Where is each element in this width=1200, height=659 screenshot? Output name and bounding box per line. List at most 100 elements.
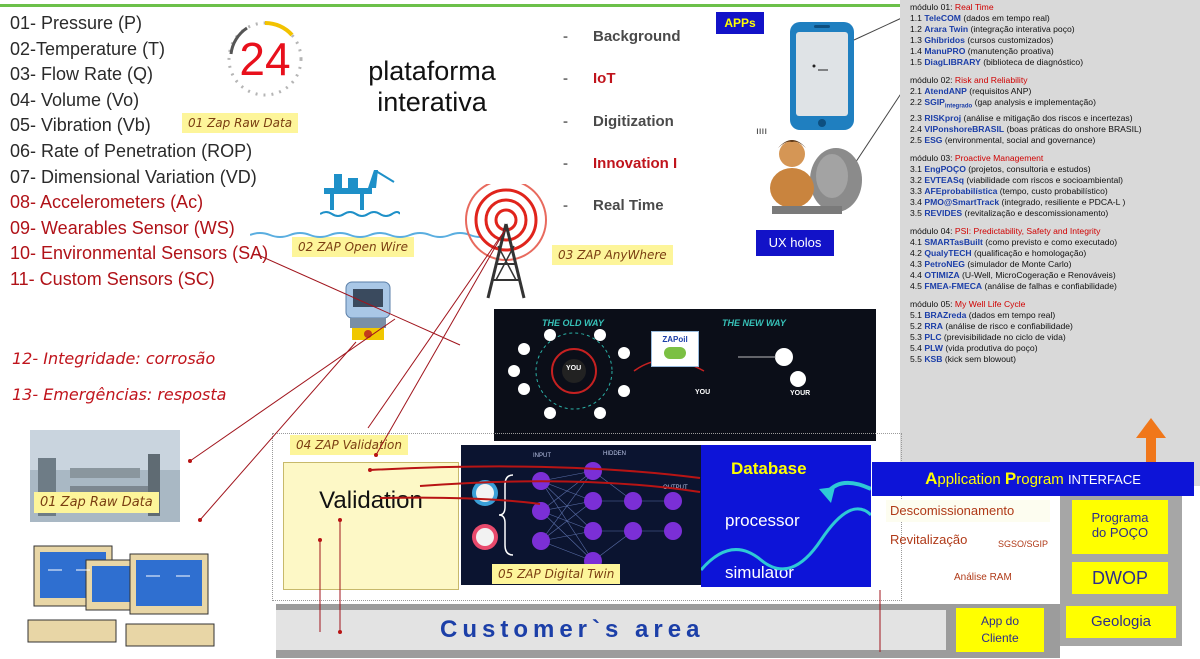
module-item-name: PLC [924, 331, 942, 342]
module-item: 1.4 ManuPRO (manutenção proativa) [910, 46, 1200, 57]
module-item-name: RRA [924, 320, 943, 331]
module-item-name: PLW [924, 342, 943, 353]
module-item-name: Arara Twin [924, 24, 969, 34]
module-item-subscript: integrado [944, 103, 973, 110]
module-item: 5.1 BRAZreda (dados em tempo real) [910, 310, 1200, 321]
handwritten-item-integrity: 12- Integridade: corrosão [12, 349, 216, 368]
concept-text: Real Time [593, 197, 664, 215]
module-item-description: (gap analysis e implementação) [972, 97, 1096, 107]
module-item-description: (simulador de Monte Carlo) [964, 258, 1072, 269]
decommissioning-label: Descomissionamento [886, 500, 1050, 522]
you-label-left: YOU [566, 365, 582, 372]
module-item-number: 4.5 [910, 280, 925, 291]
module-item-name: EngPOÇO [924, 163, 966, 174]
module-item-number: 3.4 [910, 196, 925, 207]
module-item-name: AtendANP [924, 86, 967, 96]
module-heading: módulo 02: Risk and Reliability [910, 75, 1200, 86]
module-item-number: 5.3 [910, 331, 925, 342]
sticky-raw-data-2: 01 Zap Raw Data [34, 492, 159, 513]
smartphone-icon [788, 20, 856, 132]
module-item: 5.3 PLC (previsibilidade no ciclo de vid… [910, 332, 1200, 343]
api-initial-p: P [1004, 469, 1017, 488]
module-heading: módulo 03: Proactive Management [910, 153, 1200, 164]
concept-bullet: - [563, 70, 568, 88]
customer-area-title: Customer`s area [440, 616, 705, 643]
module-item-name: EVTEASq [924, 174, 964, 185]
module-item: 5.4 PLW (vida produtiva do poço) [910, 343, 1200, 354]
module-item-number: 4.2 [910, 247, 925, 258]
concept-item: -Real Time [563, 197, 681, 239]
module-item-number: 1.4 [910, 46, 925, 56]
zapoil-box: ZAPoil [651, 331, 699, 367]
module-heading: módulo 05: My Well Life Cycle [910, 299, 1200, 310]
platform-title-line2: interativa [377, 87, 487, 117]
sensor-item: 10- Environmental Sensors (SA) [10, 243, 269, 264]
sticky-anywhere: 03 ZAP AnyWhere [552, 245, 673, 265]
module-item-number: 3.1 [910, 163, 925, 174]
module-item-name: KSB [924, 353, 943, 364]
module-item: 1.1 TeleCOM (dados em tempo real) [910, 13, 1200, 24]
module-item-name: VIPonshoreBRASIL [924, 123, 1005, 134]
sticky-digital-twin: 05 ZAP Digital Twin [492, 564, 621, 584]
module-item-name: QualyTECH [924, 247, 972, 258]
module-title: PSI: Predictability, Safety and Integrit… [954, 225, 1101, 236]
your-asset-label: YOUR [790, 390, 811, 397]
concept-item: -Background [563, 28, 681, 70]
module-item-description: (U-Well, MicroCogeração e Renováveis) [959, 269, 1116, 280]
module-item-description: (análise e mitigação dos riscos e incert… [961, 112, 1133, 123]
module-item-description: (dados em tempo real) [966, 309, 1056, 320]
module-item-number: 5.5 [910, 353, 925, 364]
module-label: módulo 01: [910, 2, 955, 12]
module-item: 1.3 Ghíbridos (cursos customizados) [910, 35, 1200, 46]
module-item-description: (requisitos ANP) [966, 86, 1032, 96]
sensor-item: 02-Temperature (T) [10, 38, 166, 59]
programa-line1: Programa [1091, 510, 1149, 525]
dwop-box: DWOP [1072, 562, 1168, 594]
module-item-number: 3.5 [910, 207, 925, 218]
module-item-number: 2.3 [910, 112, 925, 123]
app-cliente-box: App do Cliente [956, 608, 1044, 652]
module-title: Real Time [954, 2, 994, 12]
sensor-item: 04- Volume (Vo) [10, 89, 140, 110]
module-item: 4.5 FMEA-FMECA (análise de falhas e conf… [910, 281, 1200, 292]
module-title: My Well Life Cycle [954, 298, 1026, 309]
module-heading: módulo 04: PSI: Predictability, Safety a… [910, 226, 1200, 237]
sensor-item: 09- Wearables Sensor (WS) [10, 217, 235, 238]
module-item-description: (qualificação e homologação) [971, 247, 1087, 258]
module-item-number: 1.1 [910, 13, 925, 23]
customer-area-inner: Customer`s area [276, 610, 946, 650]
module-item-description: (vida produtiva do poço) [942, 342, 1038, 353]
module-item: 3.5 REVIDES (revitalização e descomissio… [910, 208, 1200, 219]
module-item-name: SMARTasBuilt [924, 236, 983, 247]
concept-item: -Innovation I [563, 155, 681, 197]
concept-text: Innovation I [593, 154, 678, 172]
concept-text: IoT [593, 70, 616, 88]
module-item: 2.1 AtendANP (requisitos ANP) [910, 86, 1200, 97]
network-graphic [508, 329, 806, 419]
module-item-description: (viabilidade com riscos e socioambiental… [963, 174, 1124, 185]
module-item: 2.3 RISKproj (análise e mitigação dos ri… [910, 113, 1200, 124]
flow-wave [701, 481, 871, 571]
module-item: 5.5 KSB (kick sem blowout) [910, 354, 1200, 365]
module-item-number: 5.4 [910, 342, 925, 353]
module-item-description: (previsibilidade no ciclo de vida) [941, 331, 1066, 342]
module-item-description: (integrado, resiliente e PDCA-L ) [999, 196, 1126, 207]
module-item-name: SGIP [924, 97, 945, 107]
module-item: 2.5 ESG (environmental, social and gover… [910, 135, 1200, 146]
database-processor: processor [725, 511, 800, 530]
module-item-number: 3.3 [910, 185, 925, 196]
module-item-description: (dados em tempo real) [960, 13, 1050, 23]
neural-network-panel: INPUT HIDDEN OUTPUT [461, 445, 701, 585]
module-item-name: DiagLIBRARY [924, 57, 981, 67]
module-item-number: 5.1 [910, 309, 925, 320]
api-banner: Application Program INTERFACE [872, 462, 1194, 496]
module-label: módulo 02: [910, 75, 955, 85]
module-item: 4.2 QualyTECH (qualificação e homologaçã… [910, 248, 1200, 259]
programa-poco-box: Programa do POÇO [1072, 500, 1168, 554]
sensor-item: 03- Flow Rate (Q) [10, 64, 154, 85]
module-item-name: FMEA-FMECA [924, 280, 983, 291]
